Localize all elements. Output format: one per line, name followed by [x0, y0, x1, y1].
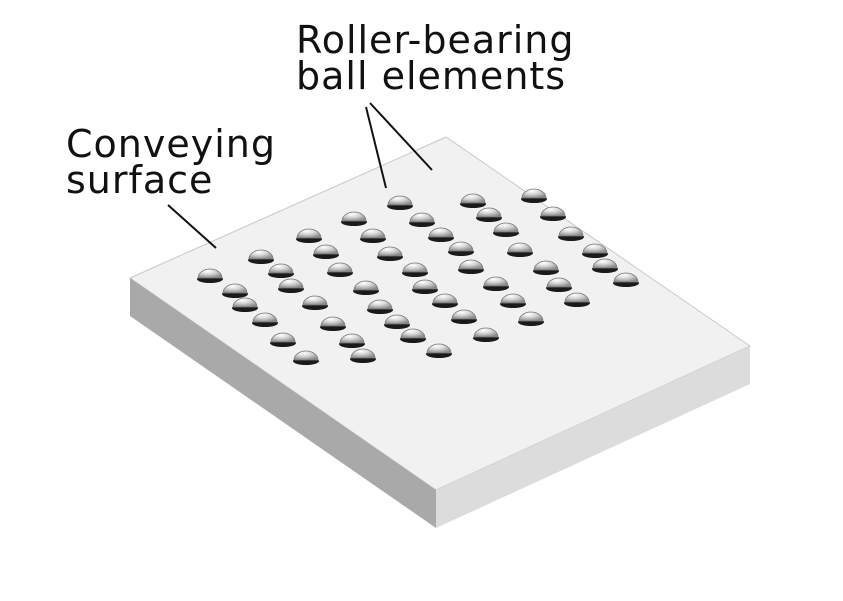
ball-elements-label: Roller-bearing ball elements — [296, 18, 575, 98]
ball-element — [327, 262, 353, 277]
ball-elements-label-line-1: Roller-bearing — [296, 18, 575, 62]
ball-element — [476, 207, 502, 222]
ball-element — [540, 206, 566, 221]
ball-element — [582, 243, 608, 258]
ball-element — [592, 258, 618, 273]
conveying-surface-label: Conveying surface — [66, 122, 276, 202]
ball-element — [296, 228, 322, 243]
ball-element — [367, 299, 393, 314]
ball-element — [313, 244, 339, 259]
ball-element — [412, 279, 438, 294]
ball-element — [270, 332, 296, 347]
ball-elements-label-line-2: ball elements — [296, 54, 567, 98]
ball-element — [384, 314, 410, 329]
ball-element — [432, 293, 458, 308]
ball-element — [483, 276, 509, 291]
ball-element — [350, 348, 376, 363]
ball-element — [518, 311, 544, 326]
ball-element — [507, 242, 533, 257]
ball-element — [377, 246, 403, 261]
plate-side-face — [436, 346, 750, 528]
ball-element — [232, 297, 258, 312]
ball-element — [320, 316, 346, 331]
conveying-surface-label-line-2: surface — [66, 158, 214, 202]
ball-element — [613, 272, 639, 287]
ball-element — [460, 193, 486, 208]
ball-element — [387, 195, 413, 210]
ball-element — [428, 227, 454, 242]
leader-line-balls-2 — [369, 102, 433, 171]
ball-element — [222, 283, 248, 298]
ball-element — [360, 228, 386, 243]
ball-element — [293, 350, 319, 365]
ball-element — [400, 328, 426, 343]
ball-element — [533, 260, 559, 275]
ball-element — [426, 343, 452, 358]
ball-element — [493, 222, 519, 237]
ball-element — [302, 295, 328, 310]
ball-element — [278, 278, 304, 293]
ball-element — [339, 333, 365, 348]
ball-element — [458, 259, 484, 274]
ball-element — [268, 263, 294, 278]
ball-element — [353, 280, 379, 295]
ball-element — [448, 241, 474, 256]
ball-element — [248, 249, 274, 264]
plate-front-face — [130, 278, 436, 528]
leader-line-balls-1 — [365, 106, 387, 189]
conveying-surface-label-line-1: Conveying — [66, 122, 276, 166]
ball-element — [402, 262, 428, 277]
ball-element — [409, 212, 435, 227]
ball-element — [564, 292, 590, 307]
ball-element — [197, 268, 223, 283]
leader-line-surface — [167, 204, 217, 249]
ball-element — [473, 327, 499, 342]
ball-element — [546, 277, 572, 292]
ball-elements — [197, 188, 639, 365]
ball-element — [500, 293, 526, 308]
ball-element — [558, 226, 584, 241]
ball-element — [451, 309, 477, 324]
ball-element — [341, 211, 367, 226]
ball-element — [521, 188, 547, 203]
ball-element — [252, 312, 278, 327]
